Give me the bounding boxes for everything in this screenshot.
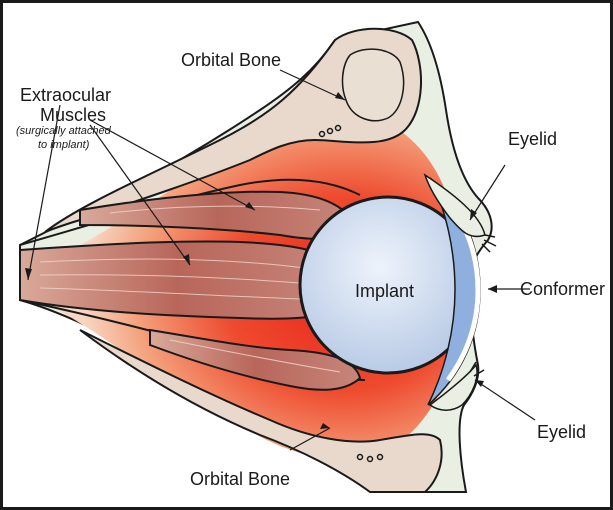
label-eyelid-top: Eyelid bbox=[508, 130, 557, 148]
label-note-line2: to implant) bbox=[38, 140, 89, 151]
label-orbital-bone-top: Orbital Bone bbox=[181, 51, 281, 69]
label-conformer: Conformer bbox=[520, 280, 605, 298]
label-orbital-bone-bottom: Orbital Bone bbox=[190, 470, 290, 488]
label-implant: Implant bbox=[355, 282, 414, 300]
label-extraocular: Extraocular bbox=[20, 86, 111, 104]
label-eyelid-bottom: Eyelid bbox=[537, 423, 586, 441]
label-note-line1: (surgically attached bbox=[16, 126, 111, 137]
label-muscles: Muscles bbox=[40, 106, 106, 124]
horizontal-muscle bbox=[20, 242, 335, 319]
upper-bone-inner bbox=[343, 49, 404, 121]
